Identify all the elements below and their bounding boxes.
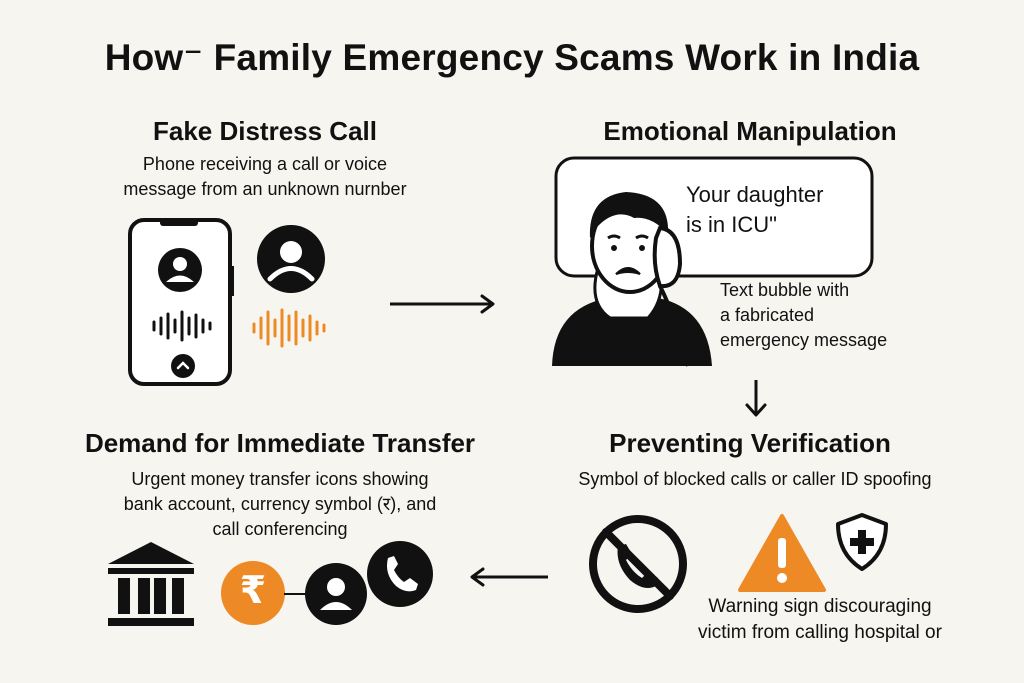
- distressed-person-icon: [552, 192, 712, 367]
- arrow-right-icon: [390, 294, 495, 314]
- phone-icon: [128, 218, 234, 386]
- manipulation-heading: Emotional Manipulation: [603, 116, 897, 146]
- fake-call-heading: Fake Distress Call: [152, 116, 377, 146]
- fake-call-description-line2: message from an unknown nurnber: [123, 179, 407, 199]
- bubble-line2: is in ICU": [686, 212, 777, 237]
- transfer-description-line3: call conferencing: [212, 519, 348, 539]
- blocked-call-icon: [589, 515, 687, 613]
- rupee-coin-icon: [221, 561, 285, 625]
- transfer-description: Urgent money transfer icons showing bank…: [60, 467, 500, 542]
- bank-icon: [108, 542, 194, 626]
- avatar-icon: [158, 248, 202, 292]
- manipulation-description-line1: Text bubble with: [720, 280, 850, 300]
- manipulation-description-line3: emergency message: [720, 330, 888, 350]
- manipulation-description: Text bubble with a fabricated emergency …: [720, 278, 940, 353]
- caller-avatar-icon: [257, 225, 325, 293]
- bubble-line1: Your daughter: [686, 182, 824, 207]
- connector-line: [284, 593, 308, 595]
- warning-description-line2: victim from calling hospital or: [698, 622, 942, 643]
- rupee-symbol: ₹: [239, 568, 267, 612]
- shield-plus-icon: [836, 513, 888, 571]
- page-title: How⁻ Family Emergency Scams Work in Indi…: [104, 37, 920, 78]
- warning-triangle-icon: [738, 514, 826, 592]
- arrow-down-icon: [745, 380, 767, 417]
- bubble-text: Your daughter is in ICU": [686, 180, 866, 240]
- warning-description-line1: Warning sign discouraging: [708, 596, 932, 617]
- verification-description: Symbol of blocked calls or caller ID spo…: [578, 469, 932, 489]
- phone-handset-icon: [367, 541, 433, 607]
- transfer-description-line2: bank account, currency symbol (र), and: [123, 494, 437, 514]
- person-icon: [305, 563, 367, 625]
- fake-call-description-line1: Phone receiving a call or voice: [142, 154, 388, 174]
- verification-heading: Preventing Verification: [609, 428, 891, 458]
- fake-call-description: Phone receiving a call or voice message …: [80, 152, 450, 202]
- manipulation-description-line2: a fabricated: [720, 305, 815, 325]
- transfer-description-line1: Urgent money transfer icons showing: [131, 469, 429, 489]
- arrow-left-icon: [470, 567, 548, 587]
- transfer-heading: Demand for Immediate Transfer: [84, 428, 476, 458]
- answer-button-icon: [171, 354, 195, 378]
- sound-wave-icon: [152, 310, 212, 342]
- orange-sound-wave-icon: [252, 308, 326, 348]
- warning-description: Warning sign discouraging victim from ca…: [670, 594, 970, 646]
